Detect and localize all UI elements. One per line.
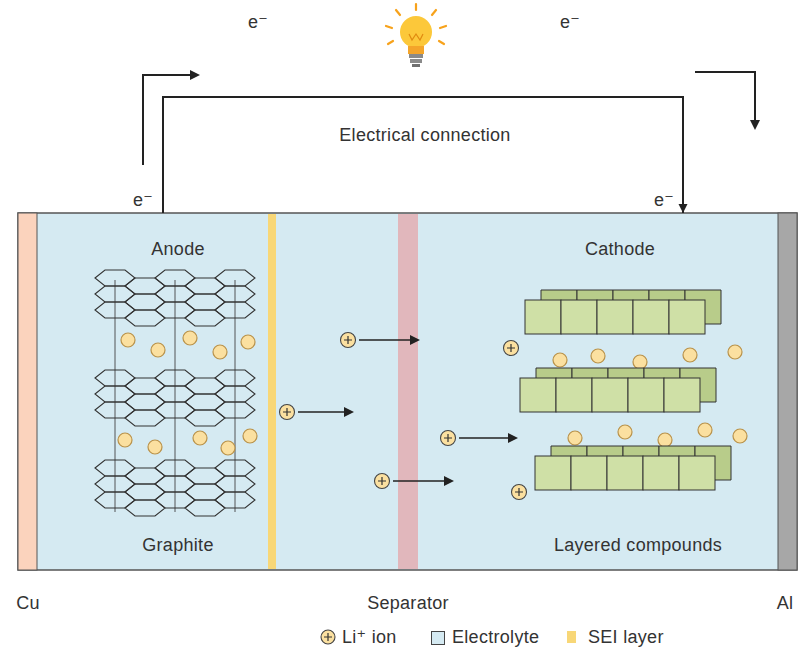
electron-label: e⁻ [560, 12, 580, 33]
legend-text: Electrolyte [452, 627, 539, 648]
electrode-name: Cathode [585, 239, 655, 260]
collector-label: Cu [16, 593, 40, 614]
separator-label: Separator [367, 593, 449, 614]
electron-label: e⁻ [654, 190, 674, 211]
legend-swatch [567, 631, 576, 643]
arrow-head [679, 204, 688, 213]
legend-text: Li⁺ ion [342, 627, 397, 648]
legend-ion-symbol [319, 628, 337, 646]
electron-label: e⁻ [133, 190, 153, 211]
legend-text: SEI layer [588, 627, 664, 648]
electron-label: e⁻ [248, 12, 268, 33]
electrode-region: AnodeGraphite [38, 213, 268, 570]
collector-label: Al [777, 593, 794, 614]
electrical-wire [163, 97, 683, 213]
material-name: Layered compounds [554, 535, 722, 556]
electrode-region: CathodeLayered compounds [420, 213, 777, 570]
electrode-name: Anode [151, 239, 205, 260]
wire-label: Electrical connection [339, 125, 510, 146]
material-name: Graphite [142, 535, 213, 556]
legend-square [431, 631, 445, 645]
